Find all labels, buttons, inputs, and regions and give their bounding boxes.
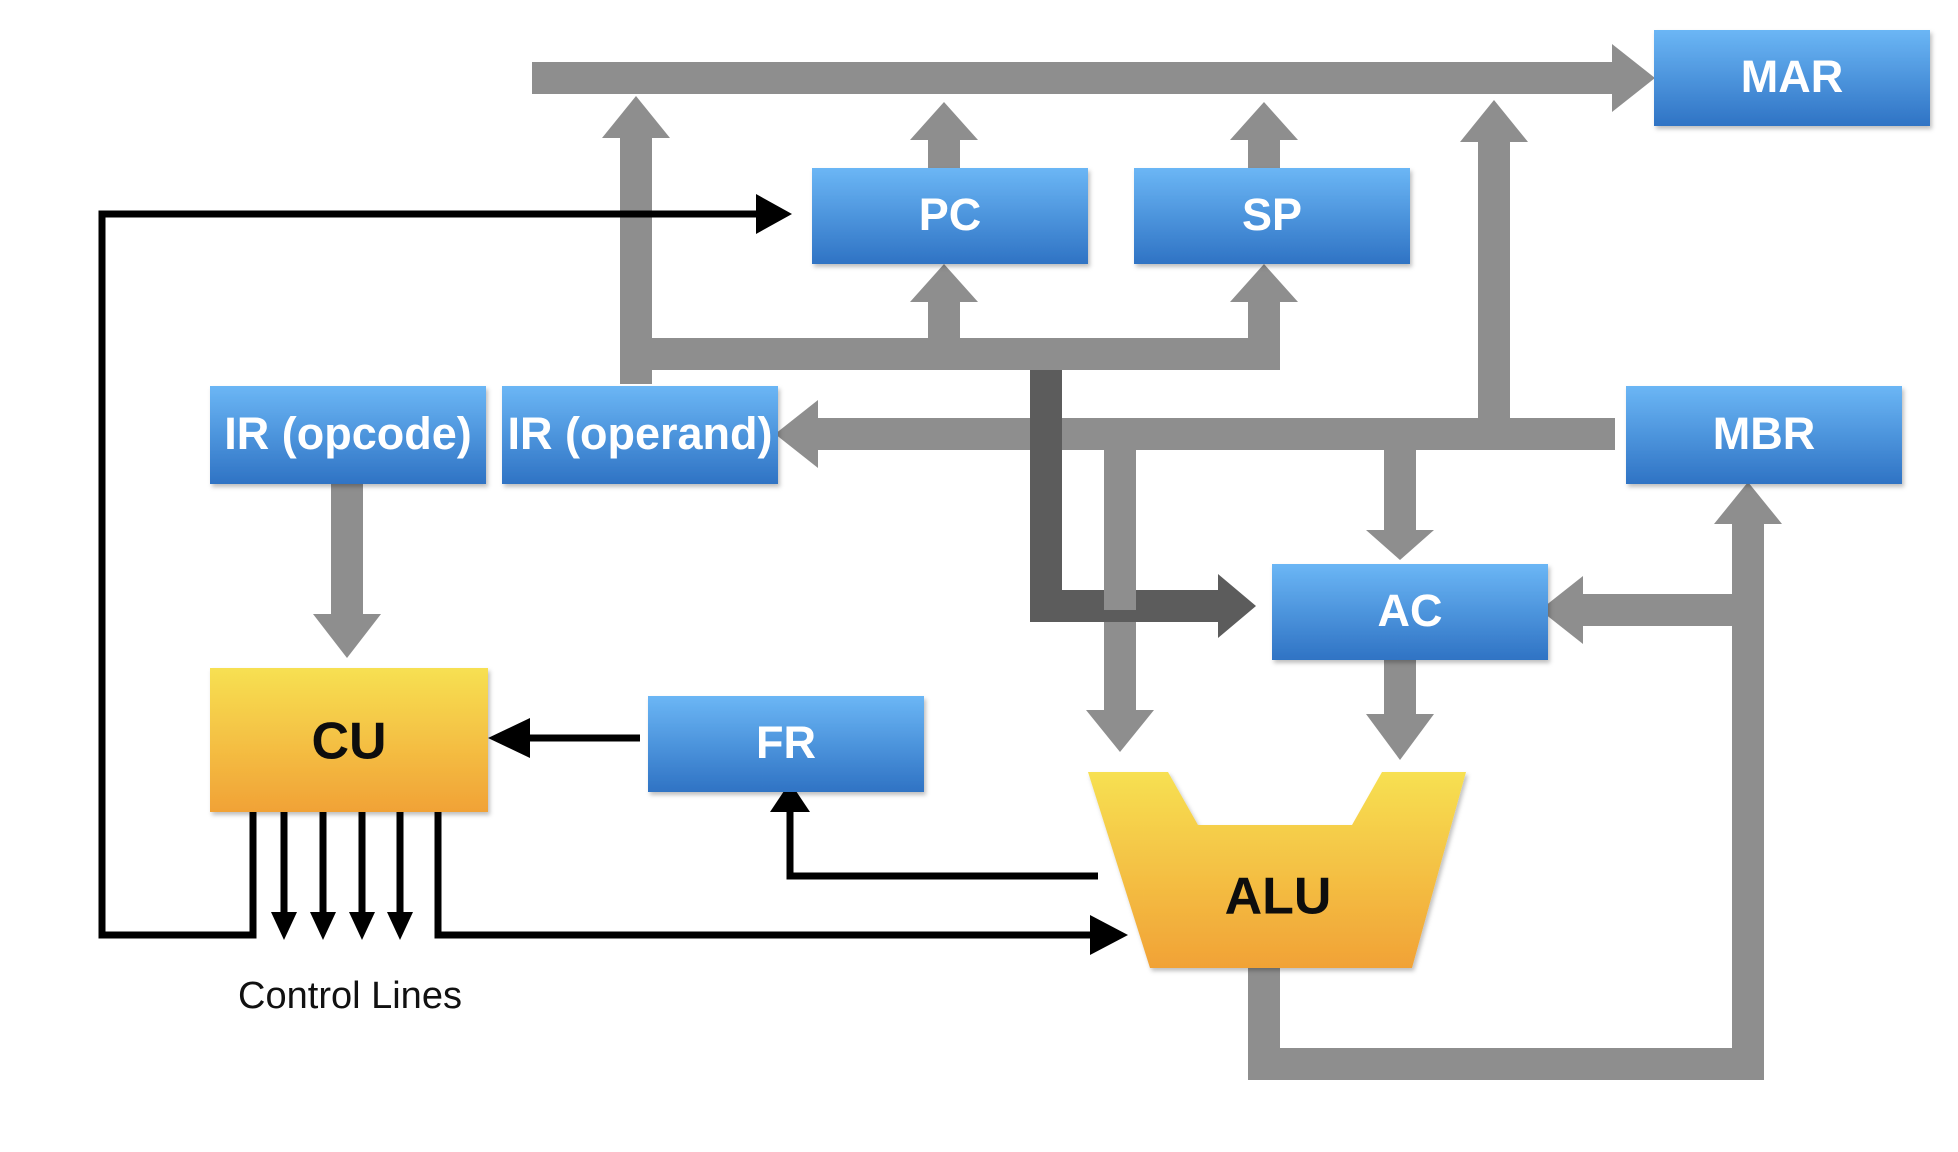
bus-drop-to-ac — [1384, 450, 1416, 532]
fr-from-alu-arrowhead — [770, 782, 810, 812]
fr-label: FR — [756, 717, 816, 768]
control-unit: CU — [210, 668, 488, 812]
register-ac: AC — [1272, 564, 1548, 660]
pc-box — [812, 168, 1088, 264]
control-lines — [98, 210, 1098, 939]
pc-to-bus-stem — [928, 140, 960, 168]
sp-to-bus-stem — [1248, 140, 1280, 168]
gray-buses — [313, 44, 1782, 1080]
control-line-2-arrowhead — [310, 912, 336, 940]
ac-to-alu-stem — [1384, 660, 1416, 716]
ac-input-arrowhead — [1366, 530, 1434, 560]
dark-bus — [1030, 370, 1256, 638]
sp-feed-stem — [1248, 300, 1280, 370]
control-line-3-arrowhead — [349, 912, 375, 940]
control-lines-caption: Control Lines — [238, 975, 462, 1017]
sp-box — [1134, 168, 1410, 264]
alu: ALU — [1088, 772, 1466, 968]
mbr-to-mar-riser — [1478, 142, 1510, 428]
control-arrowheads — [271, 194, 1128, 955]
sp-up-arrowhead — [1230, 102, 1298, 140]
ac-feedback-bus — [1580, 594, 1732, 626]
ir-opcode-box — [210, 386, 486, 484]
register-mbr: MBR — [1626, 386, 1902, 484]
ac-label: AC — [1378, 585, 1443, 636]
register-ir-operand: IR (operand) — [502, 386, 778, 484]
ac-box — [1272, 564, 1548, 660]
mbr-box — [1626, 386, 1902, 484]
mar-riser-arrowhead — [1460, 100, 1528, 142]
register-pc: PC — [812, 168, 1088, 264]
sp-feed-arrowhead — [1230, 264, 1298, 302]
mar-box — [1654, 30, 1930, 126]
fr-box — [648, 696, 924, 792]
pc-up-arrowhead — [910, 102, 978, 140]
alu-from-cu-arrowhead — [1090, 915, 1128, 955]
mbr-input-arrowhead — [1714, 482, 1782, 524]
ir-operand-label: IR (operand) — [508, 408, 773, 459]
alu-output-bottom — [1248, 1048, 1764, 1080]
cu-to-pc-line — [98, 210, 760, 939]
dark-bus-vertical — [1030, 370, 1062, 622]
pc-control-arrowhead — [756, 194, 792, 234]
pc-label: PC — [919, 189, 982, 240]
address-bus-arrowhead — [1612, 44, 1655, 112]
mar-label: MAR — [1741, 51, 1843, 102]
ir-operand-left-arrowhead — [775, 400, 818, 468]
mbr-label: MBR — [1713, 408, 1815, 459]
control-line-1-arrowhead — [271, 912, 297, 940]
cu-box — [210, 668, 488, 812]
cu-to-alu-line — [434, 812, 1092, 939]
alu-output-right-riser — [1732, 524, 1764, 1080]
ir-opcode-label: IR (opcode) — [224, 408, 471, 459]
data-bus-horizontal — [815, 418, 1615, 450]
pc-sp-feed-bus — [620, 338, 1280, 370]
dark-bus-arrowhead — [1218, 574, 1256, 638]
register-mar: MAR — [1654, 30, 1930, 126]
bus-drop-to-alu-overlap — [1104, 450, 1136, 610]
sp-label: SP — [1242, 189, 1302, 240]
cu-input-arrowhead — [313, 614, 381, 658]
address-bus-top — [532, 62, 1612, 94]
register-ir-opcode: IR (opcode) — [210, 386, 486, 484]
control-line-4-arrowhead — [387, 912, 413, 940]
cu-label: CU — [311, 713, 386, 771]
register-sp: SP — [1134, 168, 1410, 264]
alu-left-input-arrowhead — [1086, 710, 1154, 752]
ir-opcode-to-cu-stem — [331, 484, 363, 616]
pc-feed-stem — [928, 300, 960, 338]
pc-feed-arrowhead — [910, 264, 978, 302]
alu-label: ALU — [1225, 868, 1332, 926]
alu-to-fr-line — [786, 812, 1098, 880]
ac-feedback-arrowhead — [1540, 576, 1583, 644]
cu-from-fr-arrowhead — [488, 718, 530, 758]
alu-shape — [1088, 772, 1466, 968]
register-fr: FR — [648, 696, 924, 792]
ir-operand-box — [502, 386, 778, 484]
ir-operand-up-arrowhead — [602, 96, 670, 138]
alu-right-input-arrowhead — [1366, 714, 1434, 760]
